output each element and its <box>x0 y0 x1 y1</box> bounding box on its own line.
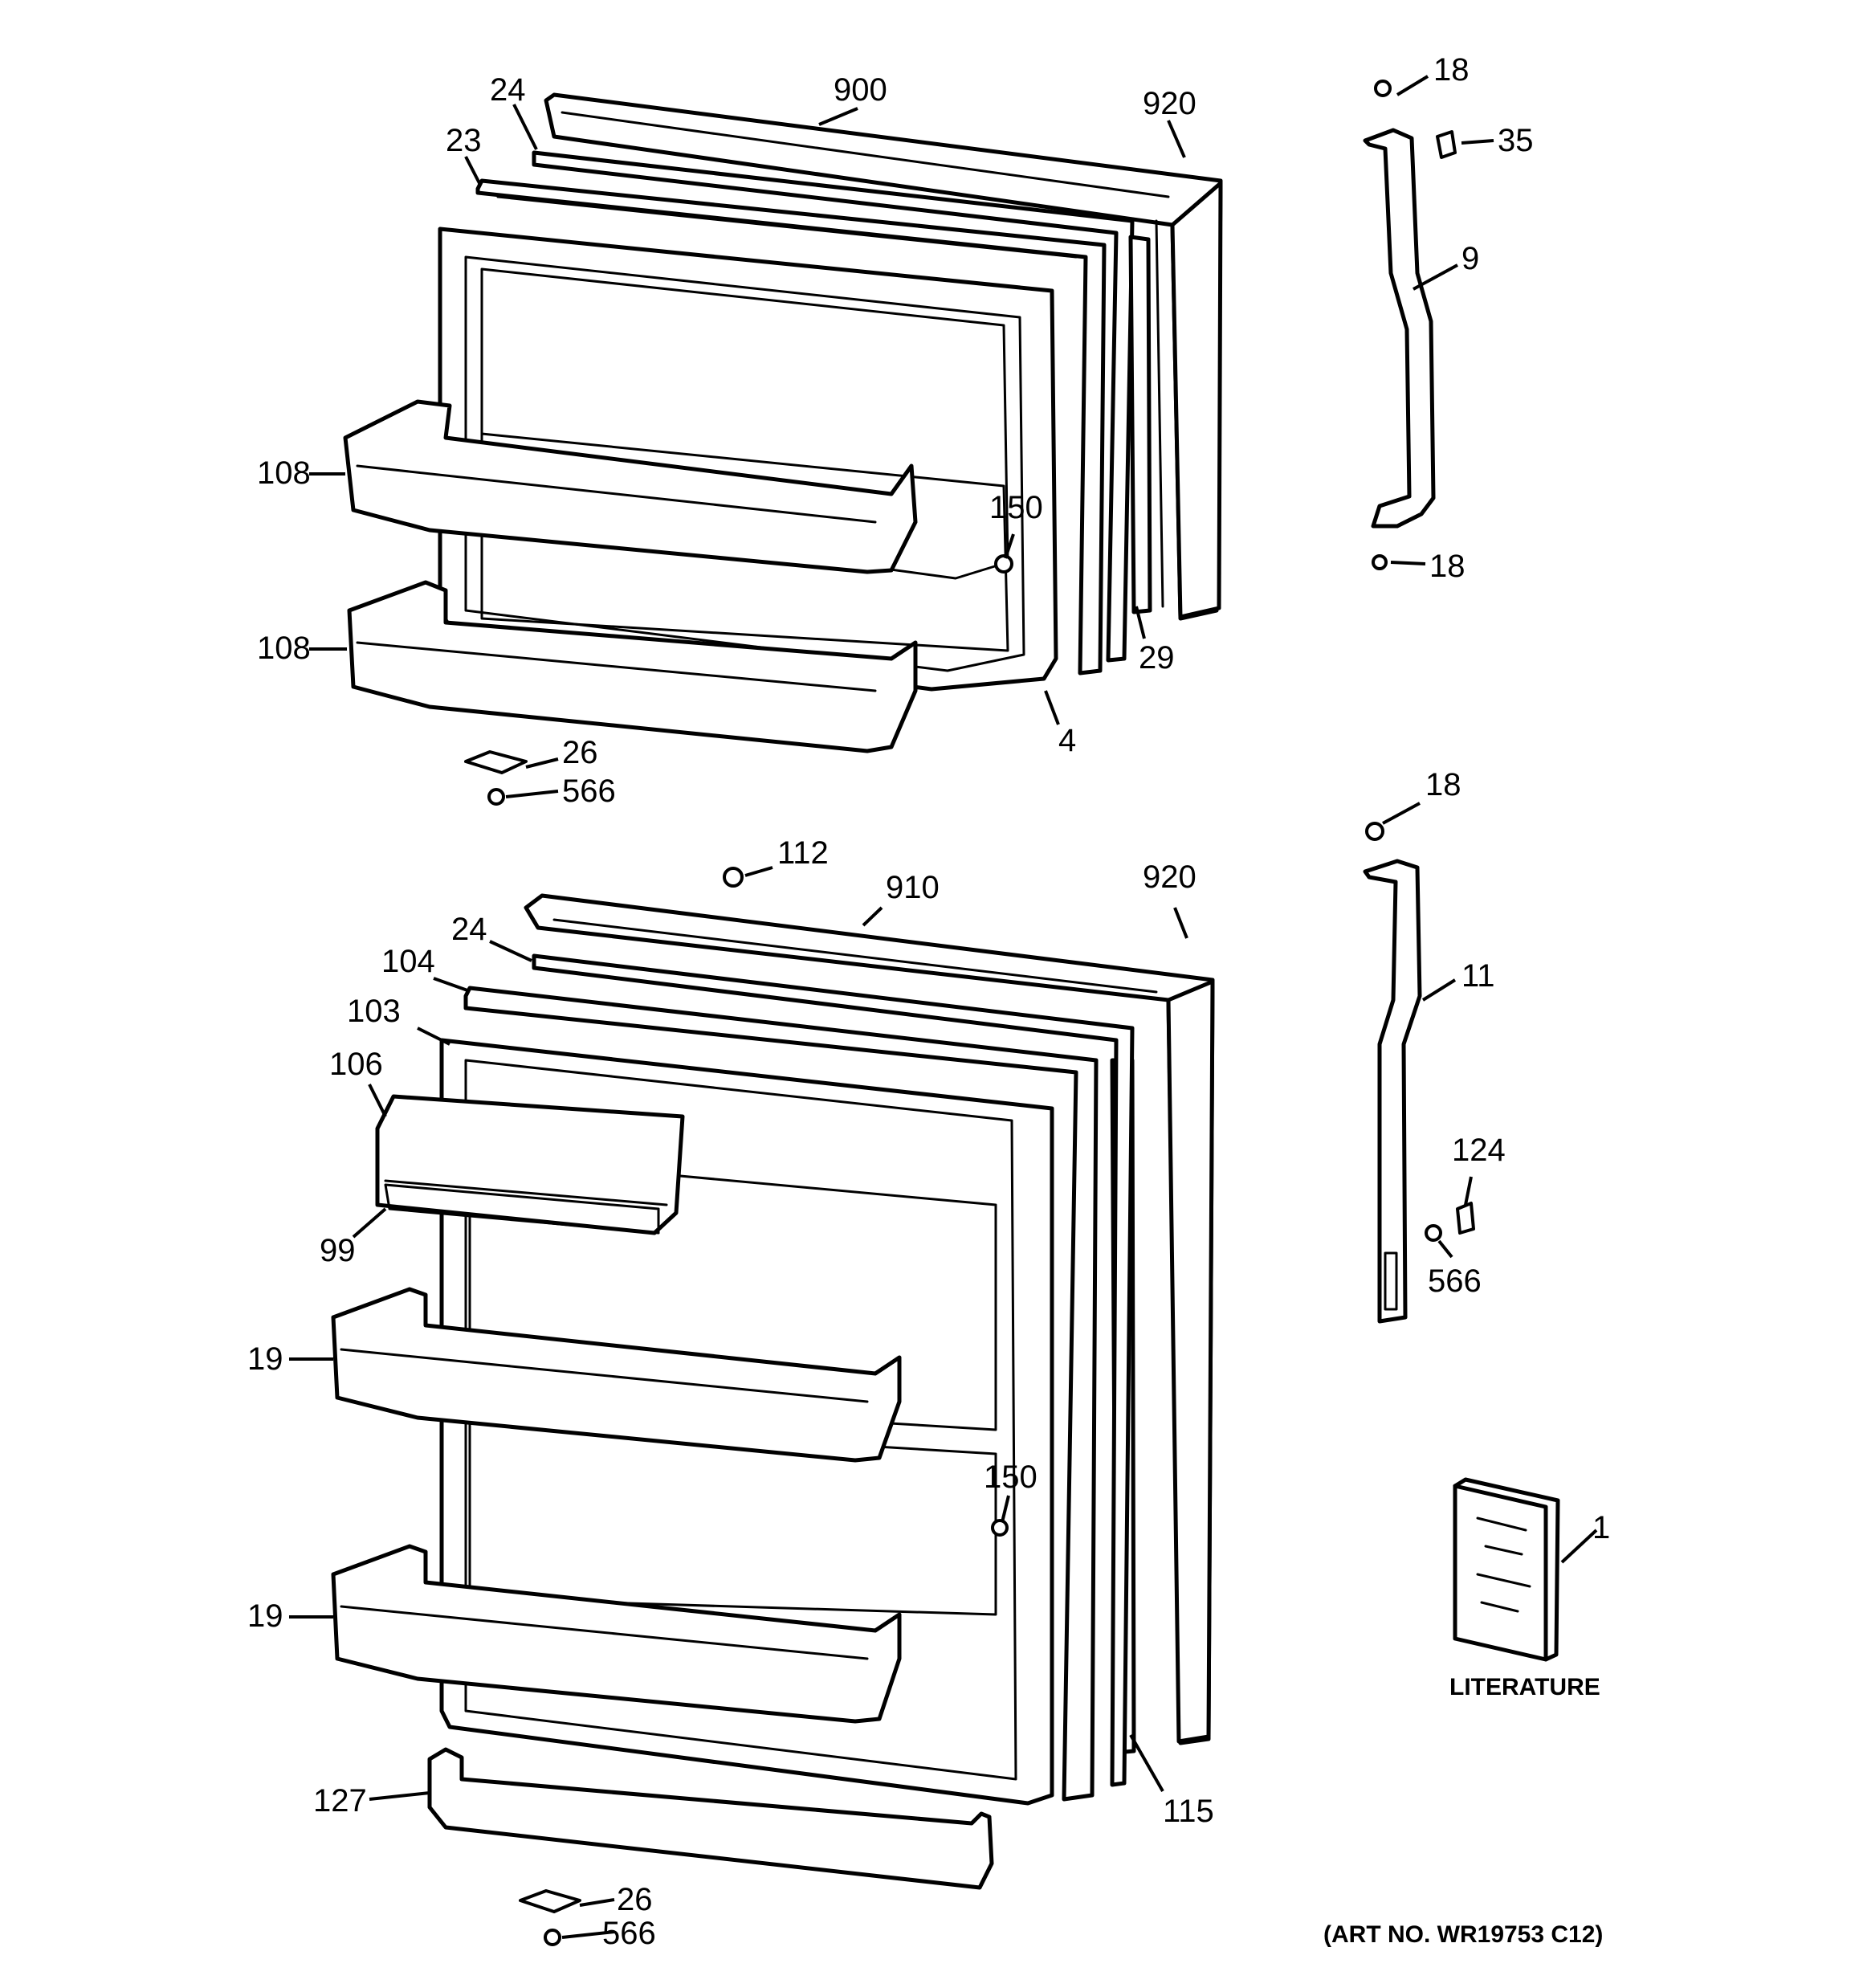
freezer-strip-29 <box>1128 235 1152 614</box>
callout-99: 99 <box>320 1233 356 1268</box>
literature-booklet <box>1453 1477 1560 1662</box>
freezer-handle-9 <box>1363 128 1436 529</box>
freezer-door-liner-23 <box>475 178 1107 676</box>
fresh-food-screw-566 <box>544 1929 561 1946</box>
fresh-food-outer-door-910 <box>524 893 1215 1745</box>
art-number: (ART NO. WR19753 C12) <box>1323 1921 1603 1948</box>
freezer-door-shelf-108-lower <box>347 580 918 753</box>
fresh-food-handle-11 <box>1363 859 1422 1324</box>
bottom-trim-127 <box>427 1747 994 1890</box>
callout-19-upper: 19 <box>247 1341 283 1377</box>
callout-566-handle: 566 <box>1428 1263 1482 1299</box>
callout-23: 23 <box>446 123 482 158</box>
dairy-bin-99 <box>384 1183 660 1235</box>
callout-566-fresh: 566 <box>602 1916 656 1951</box>
handle-clip-124 <box>1456 1202 1475 1235</box>
fresh-food-screw-150 <box>991 1519 1009 1537</box>
fresh-food-gasket-104 <box>463 986 1099 1802</box>
freezer-gasket-frame-24 <box>532 150 1135 663</box>
callout-1: 1 <box>1592 1510 1610 1545</box>
callout-910: 910 <box>886 870 940 905</box>
freezer-handle-assembly <box>1363 80 1457 570</box>
fresh-food-door-assembly <box>331 867 1215 1946</box>
fresh-food-gasket-24 <box>532 953 1135 1787</box>
callout-26-freezer: 26 <box>562 735 598 770</box>
literature-label: LITERATURE <box>1449 1674 1600 1700</box>
fresh-food-shelf-19-upper <box>331 1287 902 1463</box>
handle-screw-18-top <box>1374 80 1392 97</box>
callout-124: 124 <box>1452 1133 1506 1168</box>
freezer-door-shelf-108-upper <box>343 399 918 574</box>
callout-4: 4 <box>1058 723 1076 758</box>
callout-920-fresh: 920 <box>1143 859 1196 895</box>
freezer-door-assembly <box>343 92 1223 806</box>
fresh-food-hinge-26 <box>519 1889 581 1913</box>
callout-18-handle-bottom: 18 <box>1429 549 1466 584</box>
callout-127: 127 <box>313 1783 367 1819</box>
callout-24-freezer: 24 <box>490 72 526 108</box>
callout-115: 115 <box>1163 1794 1214 1829</box>
callout-18-handle-top: 18 <box>1433 52 1470 88</box>
callout-920-freezer: 920 <box>1143 86 1196 121</box>
callout-103: 103 <box>347 994 401 1029</box>
callout-108-lower: 108 <box>257 631 311 666</box>
handle-screw-18-bottom <box>1372 554 1388 570</box>
callout-24-fresh: 24 <box>451 912 487 947</box>
callout-106: 106 <box>329 1047 383 1082</box>
callout-29: 29 <box>1139 640 1175 676</box>
callout-150-freezer: 150 <box>989 490 1043 525</box>
literature-booklet-1 <box>1453 1484 1548 1662</box>
handle-end-cap-35 <box>1436 130 1457 159</box>
leader-lines <box>289 75 1598 1939</box>
freezer-hinge-26 <box>464 750 528 774</box>
callout-104: 104 <box>381 944 435 979</box>
callout-18-fresh: 18 <box>1425 767 1461 802</box>
freezer-screw-566 <box>487 788 505 806</box>
callout-9: 9 <box>1461 241 1479 276</box>
fresh-food-plug-112 <box>723 867 744 888</box>
callout-35: 35 <box>1498 123 1534 158</box>
callout-labels: 900 24 23 920 18 35 9 108 108 150 18 29 … <box>247 52 1610 1951</box>
callout-150-fresh: 150 <box>984 1459 1037 1495</box>
callout-108-upper: 108 <box>257 455 311 491</box>
callout-900: 900 <box>834 72 887 108</box>
callout-26-fresh: 26 <box>617 1882 653 1917</box>
callout-11: 11 <box>1461 958 1495 994</box>
handle-screw-18-fresh <box>1365 822 1384 841</box>
handle-screw-566 <box>1425 1224 1442 1242</box>
callout-566-freezer: 566 <box>562 774 616 809</box>
freezer-screw-150 <box>994 554 1013 574</box>
callout-112: 112 <box>777 835 829 871</box>
callout-19-lower: 19 <box>247 1598 283 1634</box>
fresh-food-handle-assembly <box>1363 822 1475 1324</box>
